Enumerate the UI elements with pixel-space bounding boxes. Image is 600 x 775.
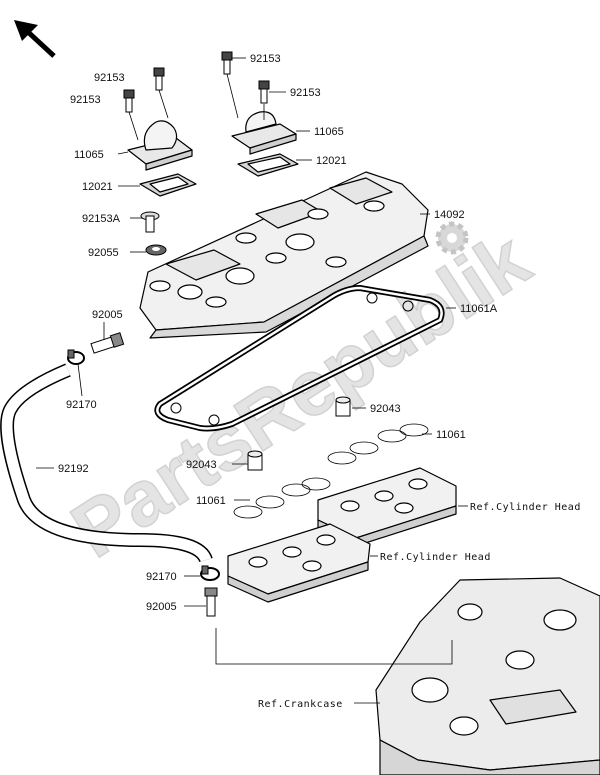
plate-left	[139, 173, 197, 197]
label-92005: 92005	[146, 601, 177, 613]
label-ref-cylinder-head: Ref.Cylinder Head	[380, 552, 491, 563]
dowel-92043-upper	[335, 396, 351, 417]
bracket-fitting-to-crankcase	[215, 628, 453, 665]
fitting-92005-top	[90, 332, 125, 354]
part-labels: 92153 92153 92153 92153 11065 11065 1202…	[58, 53, 581, 710]
label-92153a: 92153A	[82, 213, 121, 225]
cylinder-head-cover	[139, 171, 429, 339]
fitting-92005-bottom	[204, 587, 218, 617]
head-cover-gasket	[154, 285, 445, 432]
label-92005: 92005	[92, 309, 123, 321]
washer-92055	[145, 244, 167, 256]
breather-hose	[0, 363, 213, 563]
label-ref-cylinder-head: Ref.Cylinder Head	[470, 502, 581, 513]
plate-right	[237, 153, 299, 177]
arrow-up-left-icon	[14, 20, 56, 58]
clamp-92170-top	[67, 349, 85, 365]
label-11065: 11065	[74, 149, 104, 161]
label-ref-crankcase: Ref.Crankcase	[258, 699, 343, 710]
label-92170: 92170	[66, 399, 97, 411]
breather-cover-left	[127, 120, 193, 171]
label-92043: 92043	[370, 403, 401, 415]
label-12021: 12021	[82, 181, 113, 193]
bolt-92153a	[140, 211, 160, 233]
bolt-92153-left-top	[153, 67, 165, 91]
label-92170: 92170	[146, 571, 177, 583]
label-92153: 92153	[70, 94, 101, 106]
breather-cover-right	[231, 111, 297, 155]
cylinder-head-lower	[227, 523, 371, 603]
bolt-92153-right-lower	[258, 80, 270, 104]
clamp-92170-bottom	[200, 565, 220, 581]
bolt-92153-right-top	[221, 51, 233, 75]
leader-lines	[36, 57, 468, 704]
label-92192: 92192	[58, 463, 89, 475]
gasket-11061-upper	[327, 423, 429, 465]
label-11061: 11061	[196, 495, 226, 507]
crankcase	[375, 577, 600, 775]
label-92153: 92153	[290, 87, 321, 99]
label-11061: 11061	[436, 429, 466, 441]
gear-icon	[435, 221, 469, 255]
label-11065: 11065	[314, 126, 344, 138]
label-12021: 12021	[316, 155, 347, 167]
label-92043: 92043	[186, 459, 217, 471]
gasket-11061-lower	[233, 477, 331, 519]
label-92153: 92153	[250, 53, 281, 65]
label-11061a: 11061A	[460, 303, 498, 315]
label-92153: 92153	[94, 72, 125, 84]
dowel-92043-lower	[247, 450, 263, 471]
label-92055: 92055	[88, 247, 119, 259]
label-14092: 14092	[434, 209, 465, 221]
bolt-92153-left-lower	[123, 89, 135, 113]
